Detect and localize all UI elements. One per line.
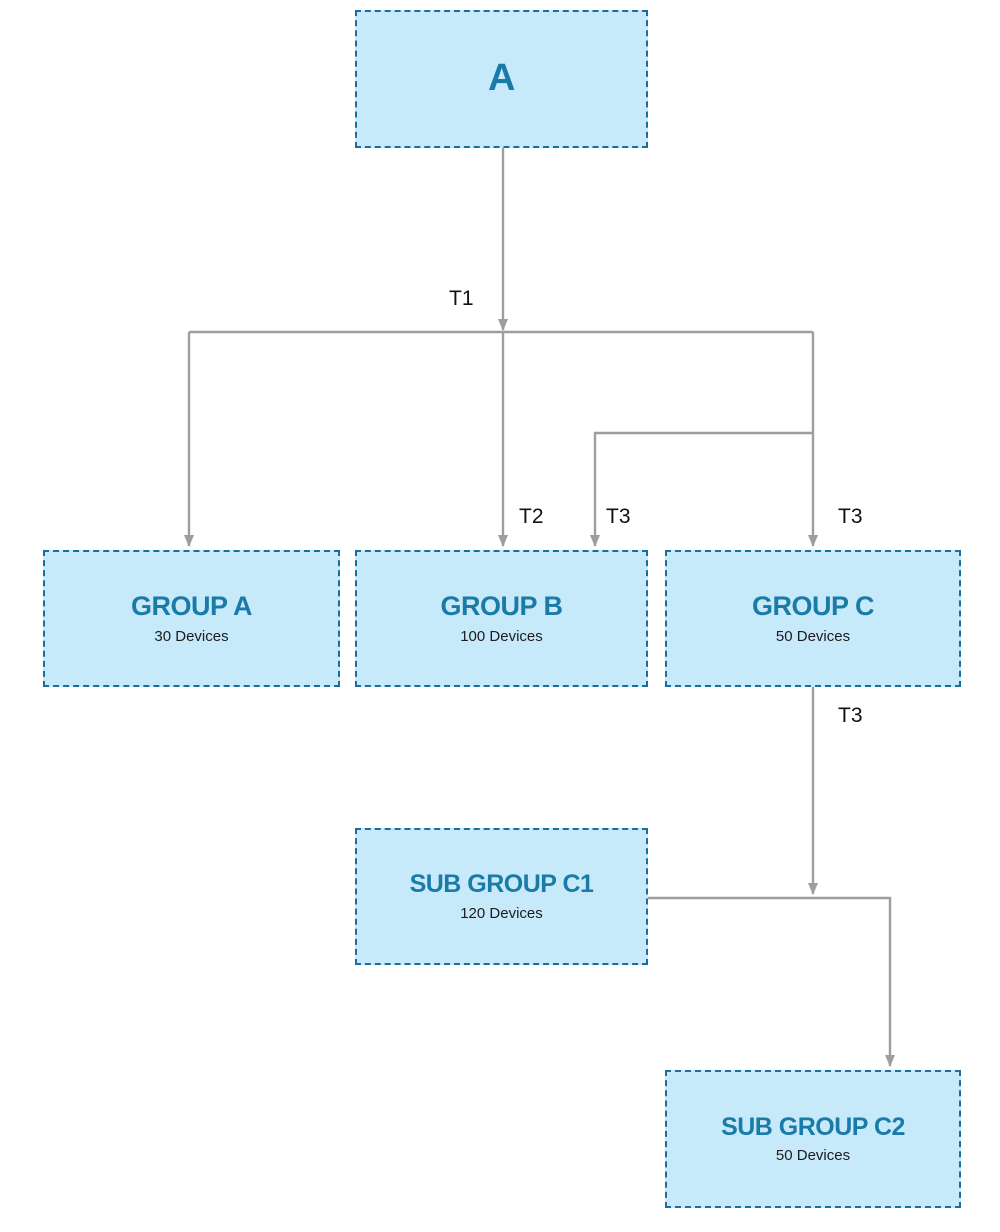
node-group-a-subtitle: 30 Devices (154, 627, 229, 645)
node-sub-group-c1-title: SUB GROUP C1 (409, 870, 594, 899)
node-sub-group-c1-subtitle: 120 Devices (460, 904, 543, 922)
node-sub-group-c2[interactable]: SUB GROUP C2 50 Devices (665, 1070, 961, 1208)
node-sub-group-c1[interactable]: SUB GROUP C1 120 Devices (355, 828, 648, 965)
edge-label-t3-to-group-b: T3 (606, 505, 631, 528)
node-a-title: A (488, 57, 515, 100)
node-group-a-title: GROUP A (130, 591, 253, 622)
edge-branch-to-group-b (590, 431, 813, 547)
edge-c1-to-c2 (648, 896, 895, 1067)
node-group-c-title: GROUP C (751, 591, 875, 622)
edge-label-t3-to-group-c: T3 (838, 505, 863, 528)
node-group-a[interactable]: GROUP A 30 Devices (43, 550, 340, 687)
node-group-c[interactable]: GROUP C 50 Devices (665, 550, 961, 687)
node-group-b-title: GROUP B (440, 591, 563, 622)
node-group-c-subtitle: 50 Devices (775, 627, 851, 645)
node-sub-group-c2-subtitle: 50 Devices (775, 1147, 851, 1165)
node-a[interactable]: A (355, 10, 648, 148)
edge-label-t2: T2 (519, 505, 544, 528)
edge-label-t1: T1 (449, 287, 474, 310)
node-group-b-subtitle: 100 Devices (460, 627, 543, 645)
node-sub-group-c2-title: SUB GROUP C2 (721, 1112, 905, 1141)
node-group-b[interactable]: GROUP B 100 Devices (355, 550, 648, 687)
edge-label-t3-to-sub-group-c2: T3 (838, 704, 863, 727)
